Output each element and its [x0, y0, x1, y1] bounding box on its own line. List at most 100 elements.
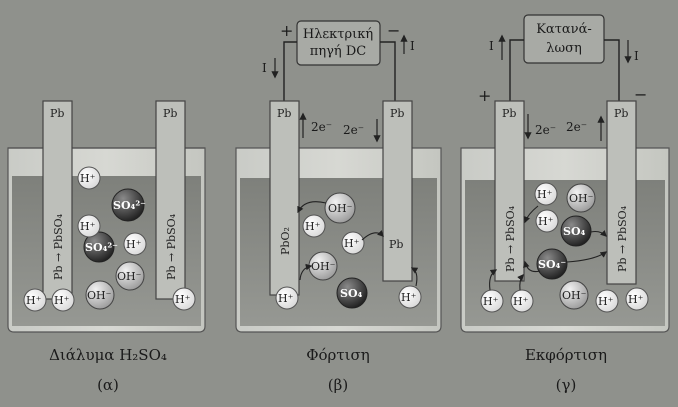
- caption: Εκφόρτιση: [525, 346, 607, 364]
- electrode-top-label: Pb: [614, 107, 628, 120]
- minus-sign: −: [634, 85, 647, 104]
- svg-text:OH⁻: OH⁻: [328, 202, 353, 215]
- minus-sign: −: [387, 21, 400, 40]
- source-label: πηγή DC: [310, 44, 366, 59]
- svg-text:H⁺: H⁺: [537, 188, 553, 201]
- electrode-side-label: Pb → PbSO₄: [165, 213, 178, 280]
- electrode-top-label: Pb: [163, 107, 177, 120]
- svg-text:H⁺: H⁺: [598, 295, 614, 308]
- ion: H⁺: [398, 285, 422, 309]
- svg-text:OH⁻: OH⁻: [562, 289, 587, 302]
- ion: SO₄: [336, 277, 368, 309]
- svg-text:H⁺: H⁺: [175, 293, 191, 306]
- electrode-side-label: Pb → PbSO₄: [616, 205, 629, 272]
- electrode-top-label: Pb: [50, 107, 64, 120]
- ion: H⁺: [534, 182, 558, 206]
- svg-text:H⁺: H⁺: [513, 295, 529, 308]
- panel-label: (α): [97, 376, 119, 394]
- ion: SO₄²⁻: [83, 231, 118, 263]
- ion: SO₄: [560, 215, 592, 247]
- right-electrode-gamma: [606, 100, 637, 285]
- panel-label: (β): [328, 376, 348, 394]
- ion: H⁺: [302, 214, 326, 238]
- left-electrode-gamma: [494, 100, 525, 282]
- svg-text:H⁺: H⁺: [344, 237, 360, 250]
- svg-text:SO₄: SO₄: [340, 287, 363, 300]
- panel-alpha: Pb Pb Pb → PbSO₄ Pb → PbSO₄ H⁺ SO₄²⁻ H⁺ …: [7, 100, 206, 394]
- ion: H⁺: [123, 232, 147, 256]
- electron-label: 2e⁻: [311, 120, 332, 134]
- svg-text:H⁺: H⁺: [54, 294, 70, 307]
- ion: H⁺: [23, 288, 47, 312]
- electron-label: 2e⁻: [535, 123, 556, 137]
- electrode-top-label: Pb: [277, 107, 291, 120]
- svg-text:H⁺: H⁺: [80, 220, 96, 233]
- svg-text:OH⁻: OH⁻: [311, 260, 336, 273]
- ion: OH⁻: [559, 280, 589, 310]
- ion: H⁺: [77, 214, 101, 238]
- ion: H⁺: [77, 166, 101, 190]
- svg-text:OH⁻: OH⁻: [569, 192, 594, 205]
- load-label: λωση: [546, 41, 582, 56]
- svg-text:SO₄²⁻: SO₄²⁻: [85, 241, 118, 254]
- right-electrode-alpha: [155, 100, 186, 300]
- caption: Φόρτιση: [306, 346, 370, 364]
- source-label: Ηλεκτρική: [303, 27, 373, 42]
- ion: OH⁻: [115, 261, 145, 291]
- electron-label: 2e⁻: [343, 123, 364, 137]
- plus-sign: +: [280, 21, 293, 40]
- svg-text:H⁺: H⁺: [483, 295, 499, 308]
- electrode-side-label: Pb: [389, 238, 403, 251]
- electron-label: 2e⁻: [566, 120, 587, 134]
- plus-sign: +: [478, 86, 491, 105]
- panel-beta: Ηλεκτρική πηγή DC + − I I Pb Pb PbO₂ Pb …: [235, 20, 442, 394]
- ion: H⁺: [535, 209, 559, 233]
- ion: H⁺: [275, 286, 299, 310]
- svg-text:H⁺: H⁺: [80, 172, 96, 185]
- electrode-top-label: Pb: [502, 107, 516, 120]
- left-electrode-beta: [269, 100, 300, 296]
- panel-label: (γ): [556, 376, 577, 394]
- dc-source-box: [296, 20, 381, 66]
- current-label: I: [410, 39, 415, 53]
- ion: SO₄⁻: [536, 248, 568, 280]
- svg-text:OH⁻: OH⁻: [87, 289, 112, 302]
- electrode-top-label: Pb: [390, 107, 404, 120]
- svg-text:H⁺: H⁺: [628, 293, 644, 306]
- current-label: I: [262, 61, 267, 75]
- load-label: Κατανά-: [536, 22, 592, 37]
- svg-text:SO₄⁻: SO₄⁻: [538, 258, 566, 271]
- current-label: I: [489, 39, 494, 53]
- ion: OH⁻: [324, 192, 356, 224]
- ion: OH⁻: [85, 280, 115, 310]
- svg-text:H⁺: H⁺: [401, 291, 417, 304]
- ion: H⁺: [480, 289, 504, 313]
- ion: H⁺: [51, 288, 75, 312]
- electrode-side-label: Pb → PbSO₄: [504, 205, 517, 272]
- current-label: I: [634, 49, 639, 63]
- ion: H⁺: [595, 289, 619, 313]
- panel-gamma: Κατανά- λωση I I + − Pb Pb Pb → PbSO₄ Pb…: [460, 14, 670, 394]
- ion: OH⁻: [308, 251, 338, 281]
- ion: H⁺: [172, 287, 196, 311]
- ion: H⁺: [341, 231, 365, 255]
- ion: H⁺: [625, 287, 649, 311]
- caption: Διάλυμα H₂SO₄: [49, 346, 167, 364]
- svg-text:H⁺: H⁺: [305, 220, 321, 233]
- svg-text:SO₄: SO₄: [563, 225, 586, 238]
- right-electrode-beta: [382, 100, 413, 282]
- svg-text:H⁺: H⁺: [26, 294, 42, 307]
- svg-text:H⁺: H⁺: [538, 215, 554, 228]
- ion: H⁺: [510, 289, 534, 313]
- svg-text:OH⁻: OH⁻: [117, 270, 142, 283]
- electrode-side-label: PbO₂: [279, 227, 292, 255]
- svg-text:H⁺: H⁺: [126, 238, 142, 251]
- ion: OH⁻: [566, 183, 596, 213]
- svg-text:H⁺: H⁺: [278, 292, 294, 305]
- load-box: [523, 14, 605, 64]
- electrode-side-label: Pb → PbSO₄: [52, 213, 65, 280]
- ion: SO₄²⁻: [111, 188, 146, 222]
- svg-text:SO₄²⁻: SO₄²⁻: [113, 199, 146, 212]
